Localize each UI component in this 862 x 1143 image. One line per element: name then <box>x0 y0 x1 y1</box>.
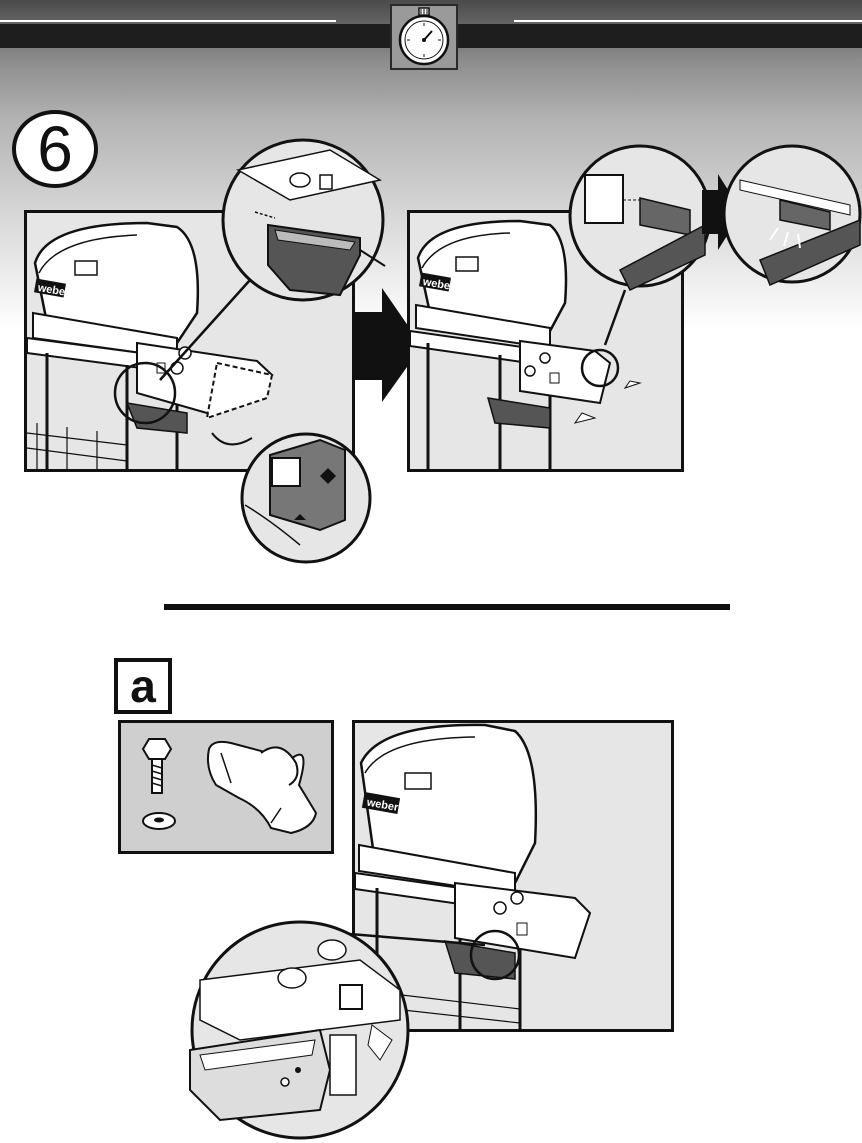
zoom-inset-bottom <box>0 0 862 1143</box>
